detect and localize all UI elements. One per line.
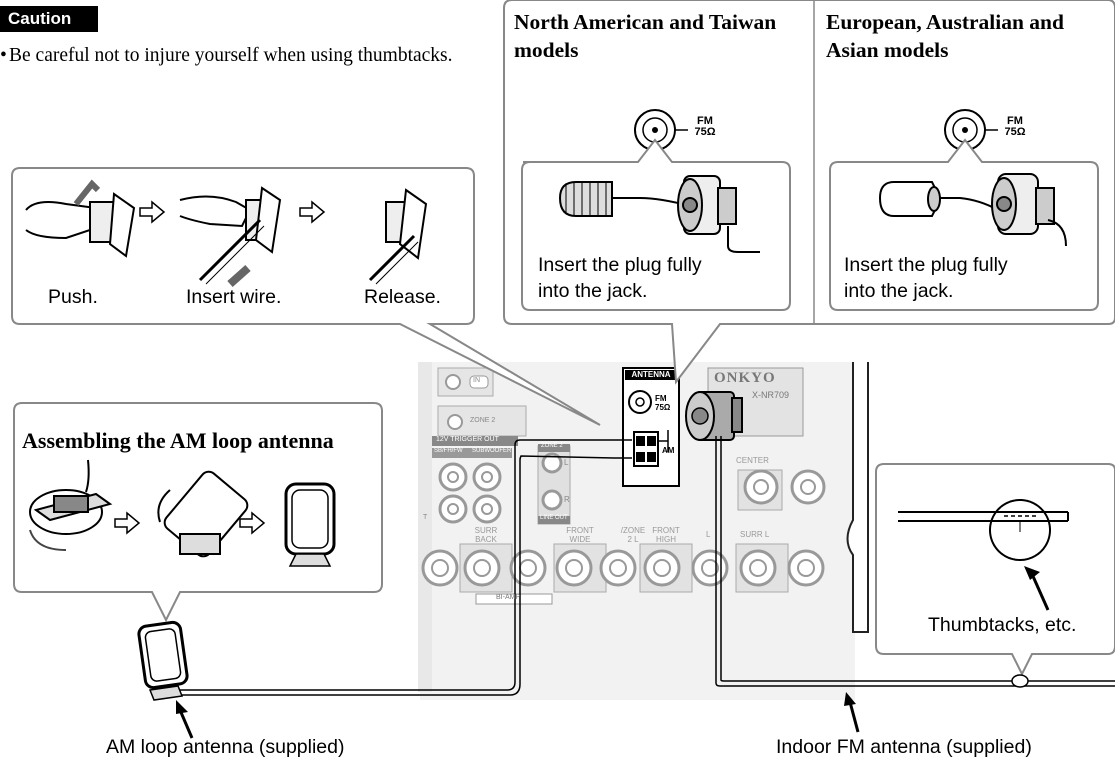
r-label: R [564, 495, 570, 504]
jack-fm-left: FM [697, 115, 713, 127]
insert-plug-line2-left: into the jack. [538, 280, 648, 302]
front-high-label: FRONT HIGH [652, 526, 680, 544]
surr-back-label: SURR BACK [474, 526, 498, 544]
front-wide-label: FRONT WIDE [566, 526, 594, 544]
bi-amp-label: BI-AMP [496, 594, 521, 601]
jack-fm-right: FM [1007, 115, 1023, 127]
line-out-label: LINE OUT [540, 515, 568, 521]
insert-wire-label: Insert wire. [186, 286, 282, 308]
fm-plug-icon [685, 391, 743, 441]
center-label: CENTER [736, 456, 769, 465]
l2-label: L [706, 530, 711, 539]
in-label: IN [473, 377, 480, 384]
trigger-label: 12V TRIGGER OUT [436, 436, 499, 443]
sbfhfw-label: SB/FH/FW [434, 448, 463, 454]
caution-text: • Be careful not to injure yourself when… [0, 42, 460, 69]
release-label: Release. [364, 286, 441, 308]
jack-ohm-left: 75Ω [694, 126, 716, 138]
l-label: L [564, 458, 569, 467]
jack-label-left: FM 75Ω [692, 116, 718, 138]
caption-arrows [176, 692, 860, 739]
subwoofer-label: SUBWOOFER [472, 448, 512, 454]
jack-label-right: FM 75Ω [1002, 116, 1028, 138]
zone2-small-label: ZONE 2 [541, 443, 563, 449]
bullet: • [0, 45, 7, 66]
panel-am-label: AM [662, 446, 675, 455]
am-antenna-caption: AM loop antenna (supplied) [106, 736, 345, 758]
fm-models-box [503, 0, 1115, 385]
wire-steps-box [11, 167, 601, 426]
jack-ohm-right: 75Ω [1004, 126, 1026, 138]
antenna-label: ANTENNA [631, 370, 671, 379]
cables [176, 436, 1115, 696]
fm-antenna-caption: Indoor FM antenna (supplied) [776, 736, 1032, 758]
insert-plug-line1-left: Insert the plug fully [538, 254, 702, 276]
t-label: T [423, 514, 428, 521]
insert-plug-line2-right: into the jack. [844, 280, 954, 302]
insert-plug-text-left: Insert the plug fully into the jack. [538, 252, 702, 304]
antenna-terminal [622, 367, 680, 487]
brand-label: ONKYO [714, 370, 776, 386]
zone2-label: ZONE 2 [470, 417, 496, 424]
insert-plug-text-right: Insert the plug fully into the jack. [844, 252, 1008, 304]
north-american-header: North American and Taiwan models [514, 10, 777, 62]
model-label: X-NR709 [752, 390, 790, 400]
am-assembly-title: Assembling the AM loop antenna [22, 428, 334, 453]
surr-l-label: SURR L [740, 530, 770, 539]
am-assembly-box [13, 402, 383, 623]
thumbtack-box [875, 463, 1115, 688]
thumbtacks-label: Thumbtacks, etc. [928, 614, 1077, 636]
panel-fm: FM [655, 394, 667, 403]
zone2-l-label: /ZONE 2 L [620, 526, 646, 544]
caution-badge: Caution [0, 6, 98, 32]
push-label: Push. [48, 286, 98, 308]
panel-ohm: 75Ω [655, 403, 671, 412]
am-loop-antenna-icon [137, 620, 189, 701]
caution-body: Be careful not to injure yourself when u… [9, 45, 453, 66]
insert-plug-line1-right: Insert the plug fully [844, 254, 1008, 276]
european-header: European, Australian and Asian models [826, 10, 1064, 62]
panel-fm-label: FM 75Ω [655, 394, 670, 412]
